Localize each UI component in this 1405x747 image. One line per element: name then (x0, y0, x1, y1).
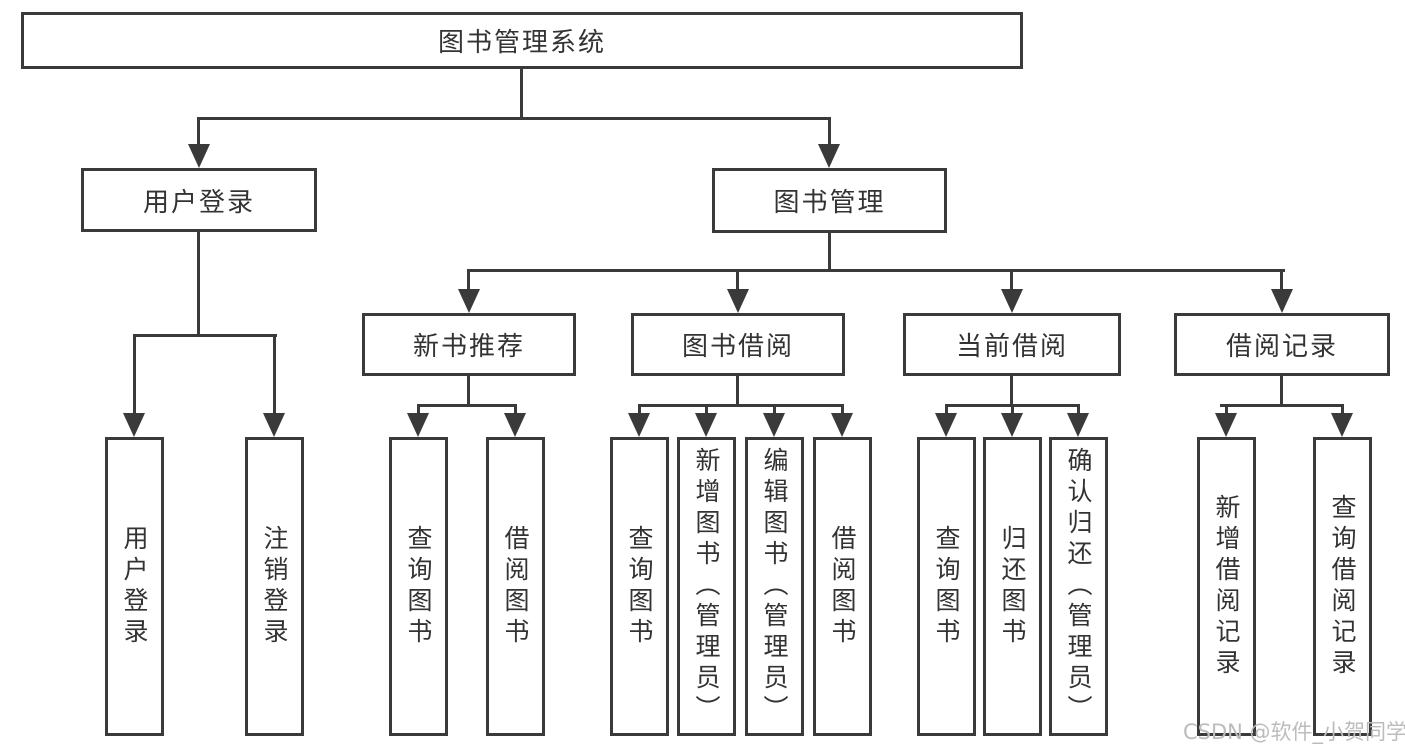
arrowhead-borrow-books-c-icon (831, 413, 853, 437)
connector-book-borrowing-rail (638, 404, 844, 407)
node-confirm-return-admin-label: 确认归还（管理员） (1064, 447, 1093, 726)
node-query-books-recommendation-label: 查询图书 (404, 524, 433, 649)
arrowhead-logout-icon (263, 413, 285, 437)
connector-root-stem (520, 68, 523, 118)
connector-user-login-rail (133, 334, 277, 337)
connector-new-book-recommendation-rail (417, 404, 517, 407)
node-borrow-books-recommendation-label: 借阅图书 (501, 524, 530, 649)
connector-to-query-borrow-record (1341, 404, 1344, 416)
connector-to-logout (273, 334, 276, 416)
node-current-borrowing-label: 当前借阅 (955, 332, 1068, 362)
node-borrow-books-borrowing-label: 借阅图书 (828, 524, 857, 649)
arrowhead-borrowing-records-icon (1271, 289, 1293, 313)
arrowhead-user-login-action-icon (123, 413, 145, 437)
csdn-watermark: CSDN @软件_小贺同学 (1183, 720, 1405, 744)
connector-new-book-recommendation-stem (467, 376, 470, 407)
node-query-books-borrowing: 查询图书 (610, 437, 669, 736)
node-borrowing-records-label: 借阅记录 (1225, 332, 1338, 362)
connector-to-confirm-return (1077, 404, 1080, 416)
node-user-login-action-label: 用户登录 (120, 524, 149, 649)
node-new-book-recommendation-label: 新书推荐 (412, 332, 525, 362)
node-query-books-current: 查询图书 (917, 437, 976, 736)
node-user-login-label: 用户登录 (142, 187, 255, 218)
connector-book-management-stem (828, 233, 831, 272)
node-add-borrow-record: 新增借阅记录 (1197, 437, 1256, 736)
arrowhead-add-books-icon (695, 413, 717, 437)
node-add-borrow-record-label: 新增借阅记录 (1212, 493, 1241, 680)
connector-to-borrowing-records (1280, 269, 1283, 293)
node-add-books-admin-label: 新增图书（管理员） (692, 447, 721, 726)
node-add-books-admin: 新增图书（管理员） (677, 437, 736, 736)
connector-book-borrowing-stem (736, 376, 739, 407)
node-library-management-system: 图书管理系统 (21, 12, 1023, 69)
arrowhead-book-borrowing-icon (727, 289, 749, 313)
connector-to-return-books (1011, 404, 1014, 416)
connector-to-borrow-books-c (841, 404, 844, 416)
connector-to-query-books-d (945, 404, 948, 416)
arrowhead-current-borrowing-icon (1001, 289, 1023, 313)
arrowhead-confirm-return-icon (1067, 413, 1089, 437)
arrowhead-query-borrow-record-icon (1331, 413, 1353, 437)
node-book-management: 图书管理 (712, 168, 947, 233)
connector-to-book-borrowing (736, 269, 739, 293)
node-confirm-return-admin: 确认归还（管理员） (1049, 437, 1108, 736)
node-user-login: 用户登录 (81, 168, 317, 232)
connector-current-borrowing-stem (1010, 376, 1013, 407)
connector-to-user-login (197, 117, 200, 147)
node-query-books-borrowing-label: 查询图书 (625, 524, 654, 649)
node-return-books-label: 归还图书 (998, 524, 1027, 649)
arrowhead-user-login-icon (188, 144, 210, 168)
node-new-book-recommendation: 新书推荐 (362, 313, 576, 376)
connector-level2-rail (467, 269, 1285, 272)
node-current-borrowing: 当前借阅 (903, 313, 1121, 376)
arrowhead-add-borrow-record-icon (1215, 413, 1237, 437)
node-library-management-system-label: 图书管理系统 (437, 28, 606, 58)
node-borrow-books-recommendation: 借阅图书 (486, 437, 545, 736)
node-edit-books-admin-label: 编辑图书（管理员） (760, 447, 789, 726)
arrowhead-query-books-d-icon (935, 413, 957, 437)
connector-to-user-login-action (133, 334, 136, 416)
connector-user-login-stem (197, 232, 200, 337)
node-query-borrow-record-label: 查询借阅记录 (1328, 493, 1357, 680)
connector-borrowing-records-rail (1220, 404, 1344, 407)
arrowhead-edit-books-icon (763, 413, 785, 437)
node-query-borrow-record: 查询借阅记录 (1313, 437, 1372, 736)
arrowhead-new-book-recommendation-icon (458, 289, 480, 313)
node-query-books-recommendation: 查询图书 (389, 437, 448, 736)
node-book-management-label: 图书管理 (773, 188, 886, 218)
connector-to-query-books-b (417, 404, 420, 416)
node-edit-books-admin: 编辑图书（管理员） (745, 437, 804, 736)
node-book-borrowing-label: 图书借阅 (681, 332, 794, 362)
connector-to-current-borrowing (1010, 269, 1013, 293)
arrowhead-return-books-icon (1001, 413, 1023, 437)
connector-to-edit-books (773, 404, 776, 416)
arrowhead-query-books-c-icon (628, 413, 650, 437)
arrowhead-query-books-b-icon (407, 413, 429, 437)
node-query-books-current-label: 查询图书 (932, 524, 961, 649)
connector-to-borrow-books-b (514, 404, 517, 416)
connector-to-add-borrow-record (1225, 404, 1228, 416)
node-logout: 注销登录 (245, 437, 304, 736)
connector-to-add-books (705, 404, 708, 416)
connector-to-new-book-recommendation (467, 269, 470, 293)
arrowhead-book-management-icon (818, 144, 840, 168)
connector-to-query-books-c (638, 404, 641, 416)
connector-to-book-management (828, 117, 831, 147)
node-user-login-action: 用户登录 (105, 437, 164, 736)
connector-borrowing-records-stem (1280, 376, 1283, 407)
node-logout-label: 注销登录 (260, 524, 289, 649)
node-borrow-books-borrowing: 借阅图书 (813, 437, 872, 736)
node-book-borrowing: 图书借阅 (631, 313, 845, 376)
node-borrowing-records: 借阅记录 (1174, 313, 1390, 376)
arrowhead-borrow-books-b-icon (504, 413, 526, 437)
node-return-books: 归还图书 (983, 437, 1042, 736)
connector-level1-rail (197, 117, 831, 120)
